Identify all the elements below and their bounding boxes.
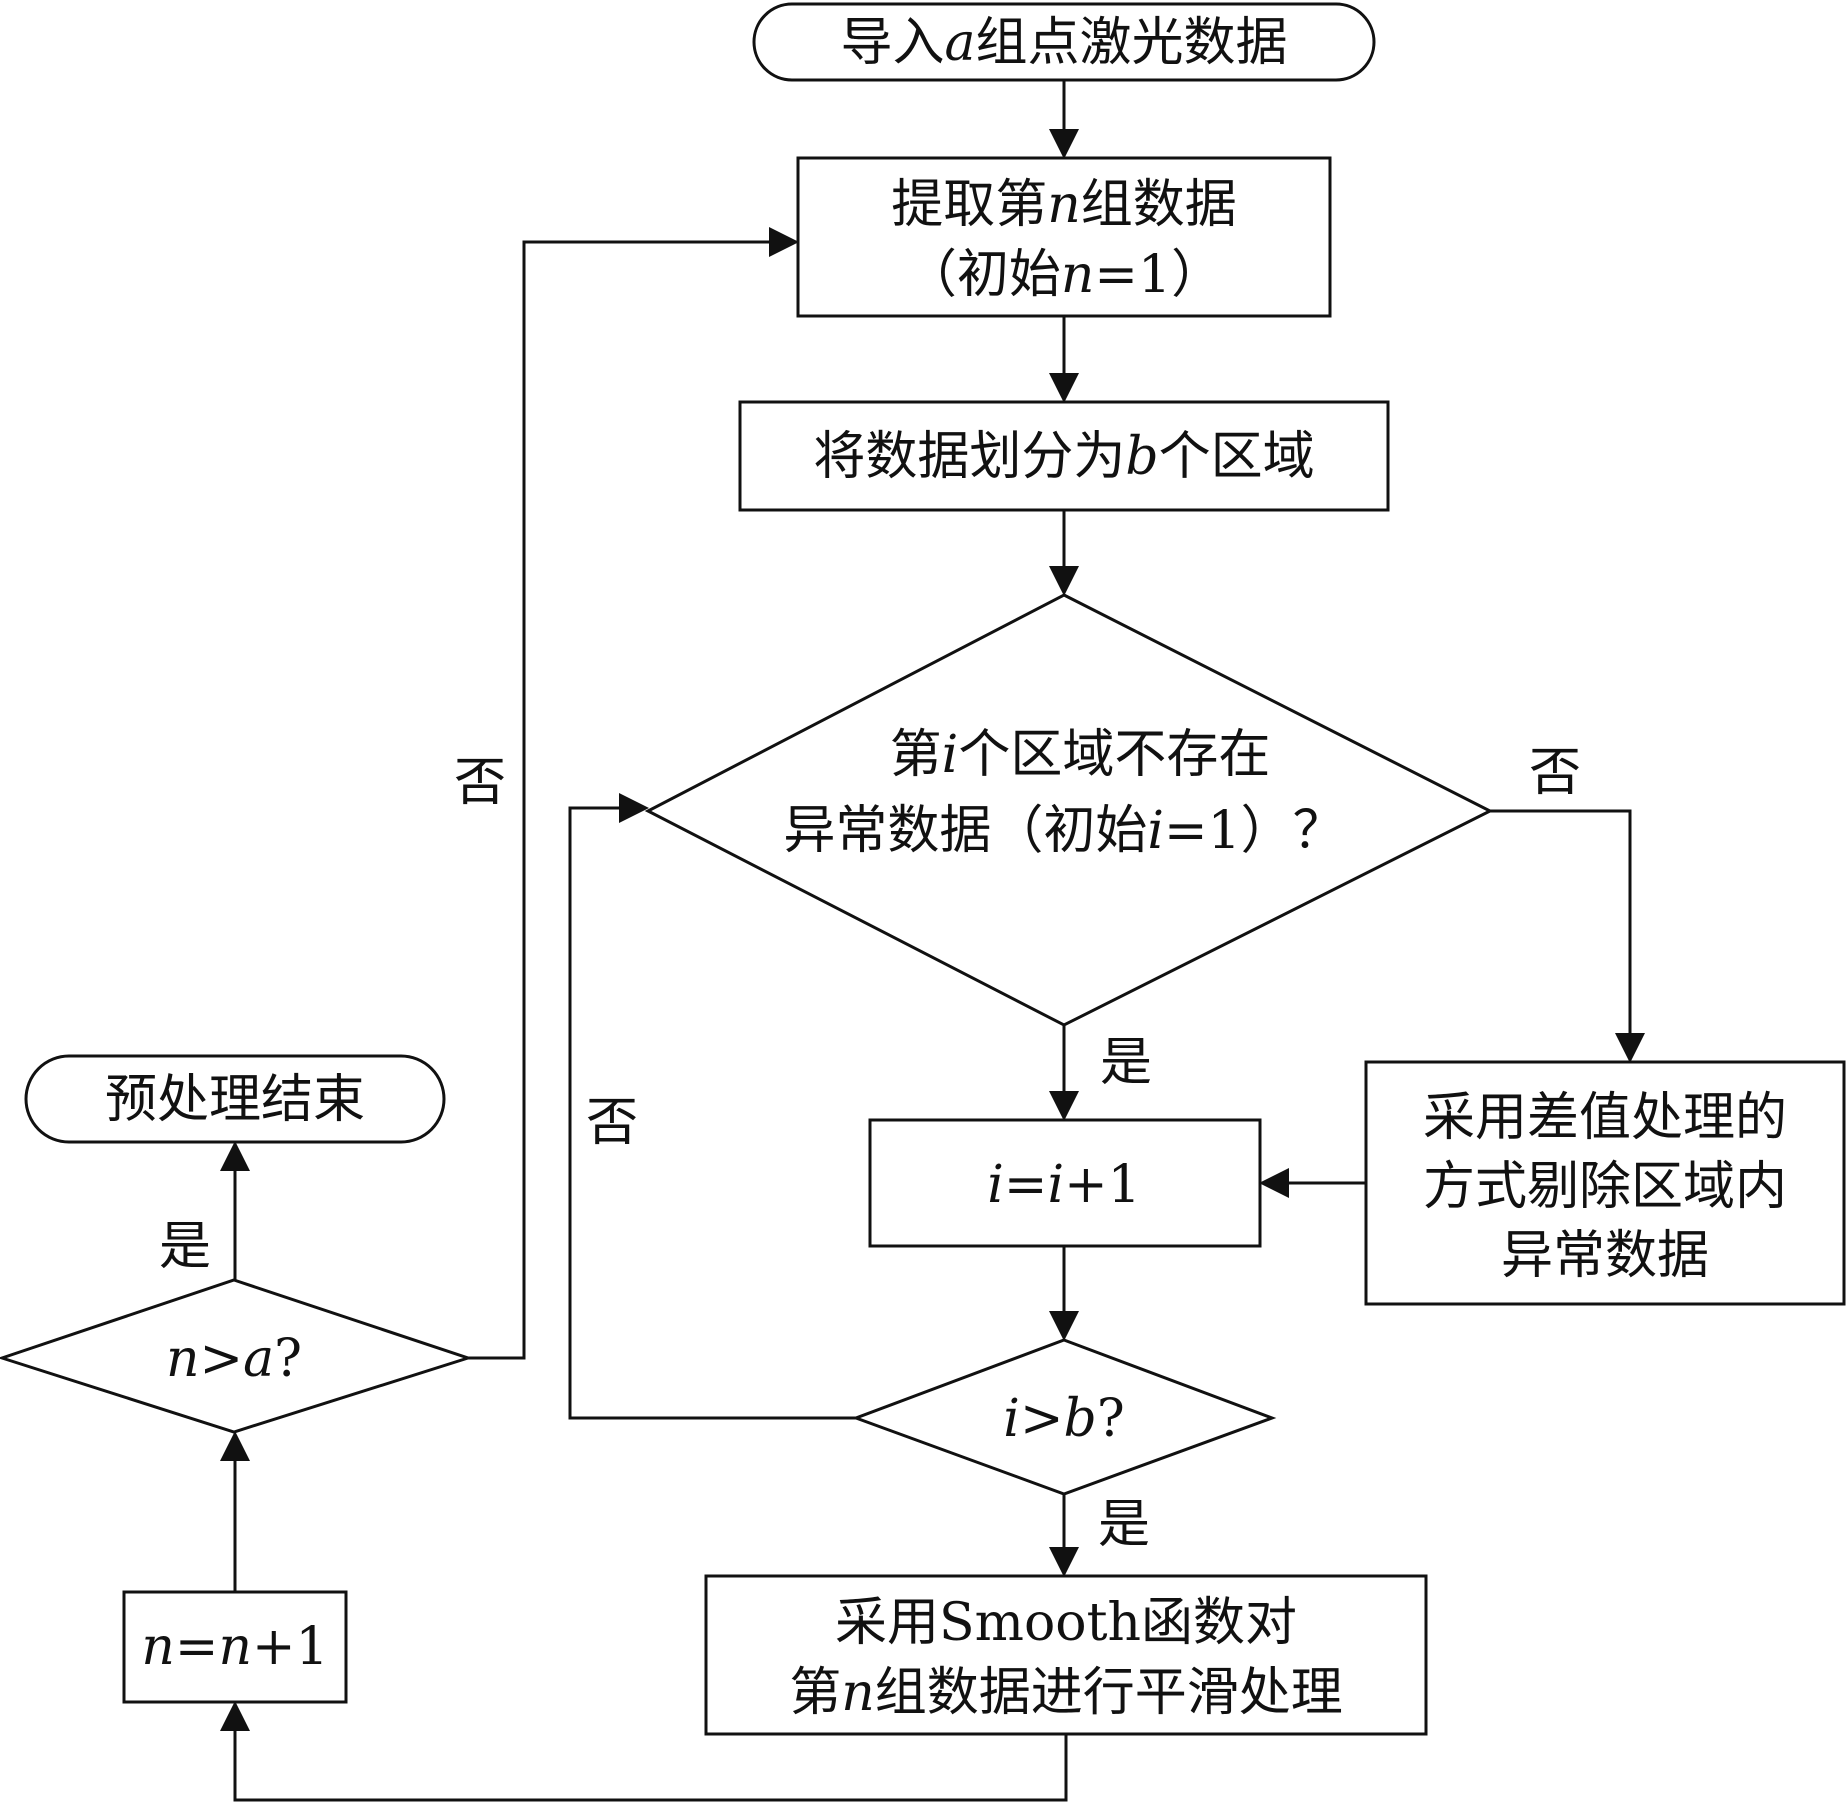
increment-n-box (122, 1590, 348, 1704)
extract-label-line1: 提取第n组数据 (891, 175, 1237, 235)
region-check-label-line2: 异常数据（初始i=1）？ (783, 801, 1344, 861)
divide-label: 将数据划分为b个区域 (813, 427, 1314, 487)
label-i-yes: 是 (1098, 1495, 1150, 1555)
increment-n-label: n=n+1 (141, 1617, 328, 1677)
interpolation-label-line2: 方式剔除区域内 (1423, 1157, 1787, 1217)
i-check-label: i>b? (1003, 1389, 1124, 1449)
label-n-no: 否 (454, 753, 506, 813)
start-label: 导入a组点激光数据 (840, 13, 1287, 73)
interpolation-box (1364, 1060, 1846, 1306)
n-check-label: n>a? (166, 1329, 302, 1389)
edge-i-check-no-loop (568, 793, 856, 1420)
smooth-label-line1: 采用Smooth函数对 (835, 1593, 1297, 1653)
label-region-yes: 是 (1100, 1033, 1152, 1093)
end-label: 预处理结束 (105, 1070, 365, 1130)
smooth-box (704, 1574, 1428, 1736)
smooth-label-line2: 第n组数据进行平滑处理 (789, 1663, 1343, 1723)
interpolation-label-line3: 异常数据 (1501, 1226, 1709, 1286)
label-region-no: 否 (1529, 743, 1581, 803)
label-n-yes: 是 (159, 1217, 211, 1277)
increment-i-label: i=i+1 (987, 1155, 1141, 1215)
edge-n-check-no-to-extract (468, 227, 799, 1360)
label-i-no: 否 (586, 1093, 638, 1153)
interpolation-label-line1: 采用差值处理的 (1423, 1088, 1787, 1148)
extract-label-line2: （初始n=1） (905, 245, 1223, 305)
edge-smooth-to-inc-n (220, 1701, 1068, 1802)
region-check-label-line1: 第i个区域不存在 (890, 725, 1271, 785)
extract-data-box (796, 156, 1332, 318)
edge-region-check-no-to-interp (1490, 809, 1645, 1063)
